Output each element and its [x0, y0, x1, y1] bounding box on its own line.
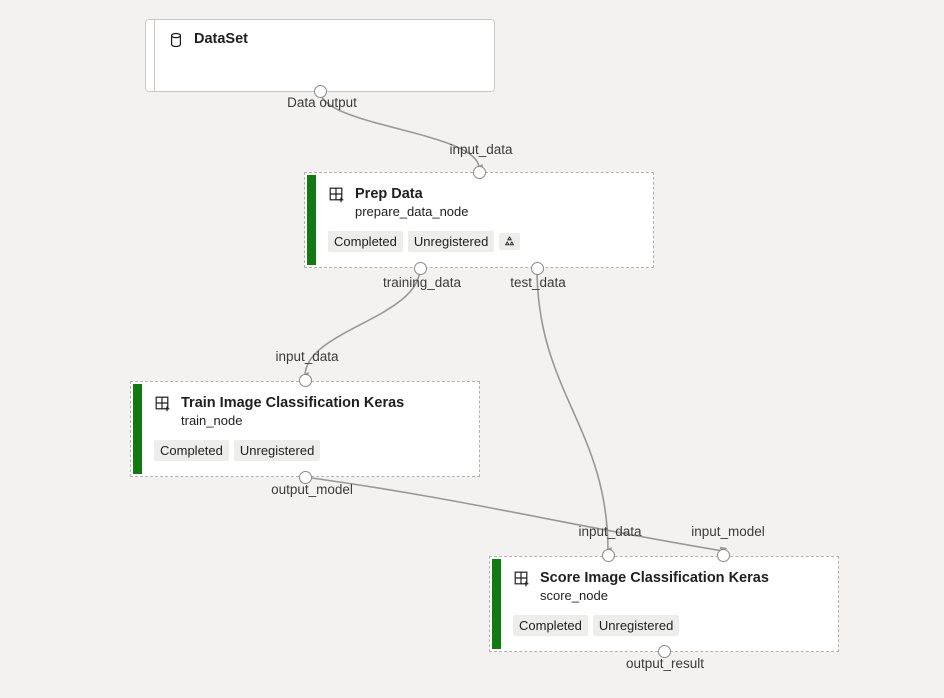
port-label-score-out: output_result	[625, 656, 705, 671]
node-train_node[interactable]: Train Image Classification Keras train_no…	[130, 381, 480, 477]
table-add-icon	[328, 186, 346, 204]
node-inner-dataset: DataSet	[146, 20, 494, 91]
port-train-out[interactable]	[298, 470, 312, 484]
node-titles: DataSet	[194, 30, 248, 48]
port-prep-in[interactable]	[472, 165, 486, 179]
node-dataset[interactable]: DataSet	[145, 19, 495, 92]
port-dataset-out[interactable]	[313, 84, 327, 98]
port-label-score-in-model: input_model	[691, 524, 765, 539]
port-label-score-in-data: input_data	[578, 524, 642, 539]
table-add-icon	[513, 570, 531, 588]
node-accent-bar	[133, 384, 142, 474]
status-badge: Completed	[154, 440, 229, 461]
port-label-prep-out-test: test_data	[510, 275, 566, 290]
status-badge: Unregistered	[233, 440, 321, 461]
edge-e4[interactable]	[304, 476, 728, 556]
node-title: Prep Data	[355, 186, 423, 202]
port-prep-out-train[interactable]	[413, 261, 427, 275]
database-icon	[167, 31, 185, 49]
port-prep-out-test[interactable]	[530, 261, 544, 275]
port-score-in-model[interactable]	[716, 548, 730, 562]
node-subtitle: score_node	[540, 588, 608, 603]
node-accent-bar	[307, 175, 316, 265]
node-titles: Prep Data prepare_data_node	[355, 185, 469, 220]
port-label-dataset-out: Data output	[287, 95, 357, 110]
node-header: Score Image Classification Keras score_no…	[513, 569, 824, 604]
port-score-out[interactable]	[657, 644, 671, 658]
table-add-icon	[154, 395, 172, 413]
status-badge: Completed	[513, 615, 588, 636]
status-badge: Unregistered	[407, 231, 495, 252]
node-body: Train Image Classification Keras train_no…	[142, 384, 477, 474]
node-subtitle: prepare_data_node	[355, 204, 469, 219]
port-label-prep-out-train: training_data	[382, 275, 462, 290]
node-body: Score Image Classification Keras score_no…	[501, 559, 836, 649]
node-accent-bar	[492, 559, 501, 649]
node-titles: Train Image Classification Keras train_no…	[181, 394, 404, 429]
status-badge: Unregistered	[592, 615, 680, 636]
node-title: Score Image Classification Keras	[540, 570, 769, 586]
edge-e3[interactable]	[536, 267, 612, 555]
node-titles: Score Image Classification Keras score_no…	[540, 569, 769, 604]
node-subtitle: train_node	[181, 413, 243, 428]
status-badge: Completed	[328, 231, 403, 252]
port-label-train-in: input_data	[275, 349, 339, 364]
node-header: DataSet	[167, 30, 482, 49]
node-body: DataSet	[155, 20, 494, 91]
node-header: Prep Data prepare_data_node	[328, 185, 639, 220]
reuse-icon[interactable]	[499, 233, 521, 250]
node-title: DataSet	[194, 31, 248, 47]
port-train-in[interactable]	[298, 373, 312, 387]
node-accent-bar	[154, 20, 155, 91]
node-score_node[interactable]: Score Image Classification Keras score_no…	[489, 556, 839, 652]
port-score-in-data[interactable]	[601, 548, 615, 562]
port-label-train-out: output_model	[271, 482, 353, 497]
node-title: Train Image Classification Keras	[181, 395, 405, 411]
node-inner-score_node: Score Image Classification Keras score_no…	[492, 559, 836, 649]
node-header: Train Image Classification Keras train_no…	[154, 394, 465, 429]
node-inner-train_node: Train Image Classification Keras train_no…	[133, 384, 477, 474]
port-label-prep-in: input_data	[449, 142, 513, 157]
